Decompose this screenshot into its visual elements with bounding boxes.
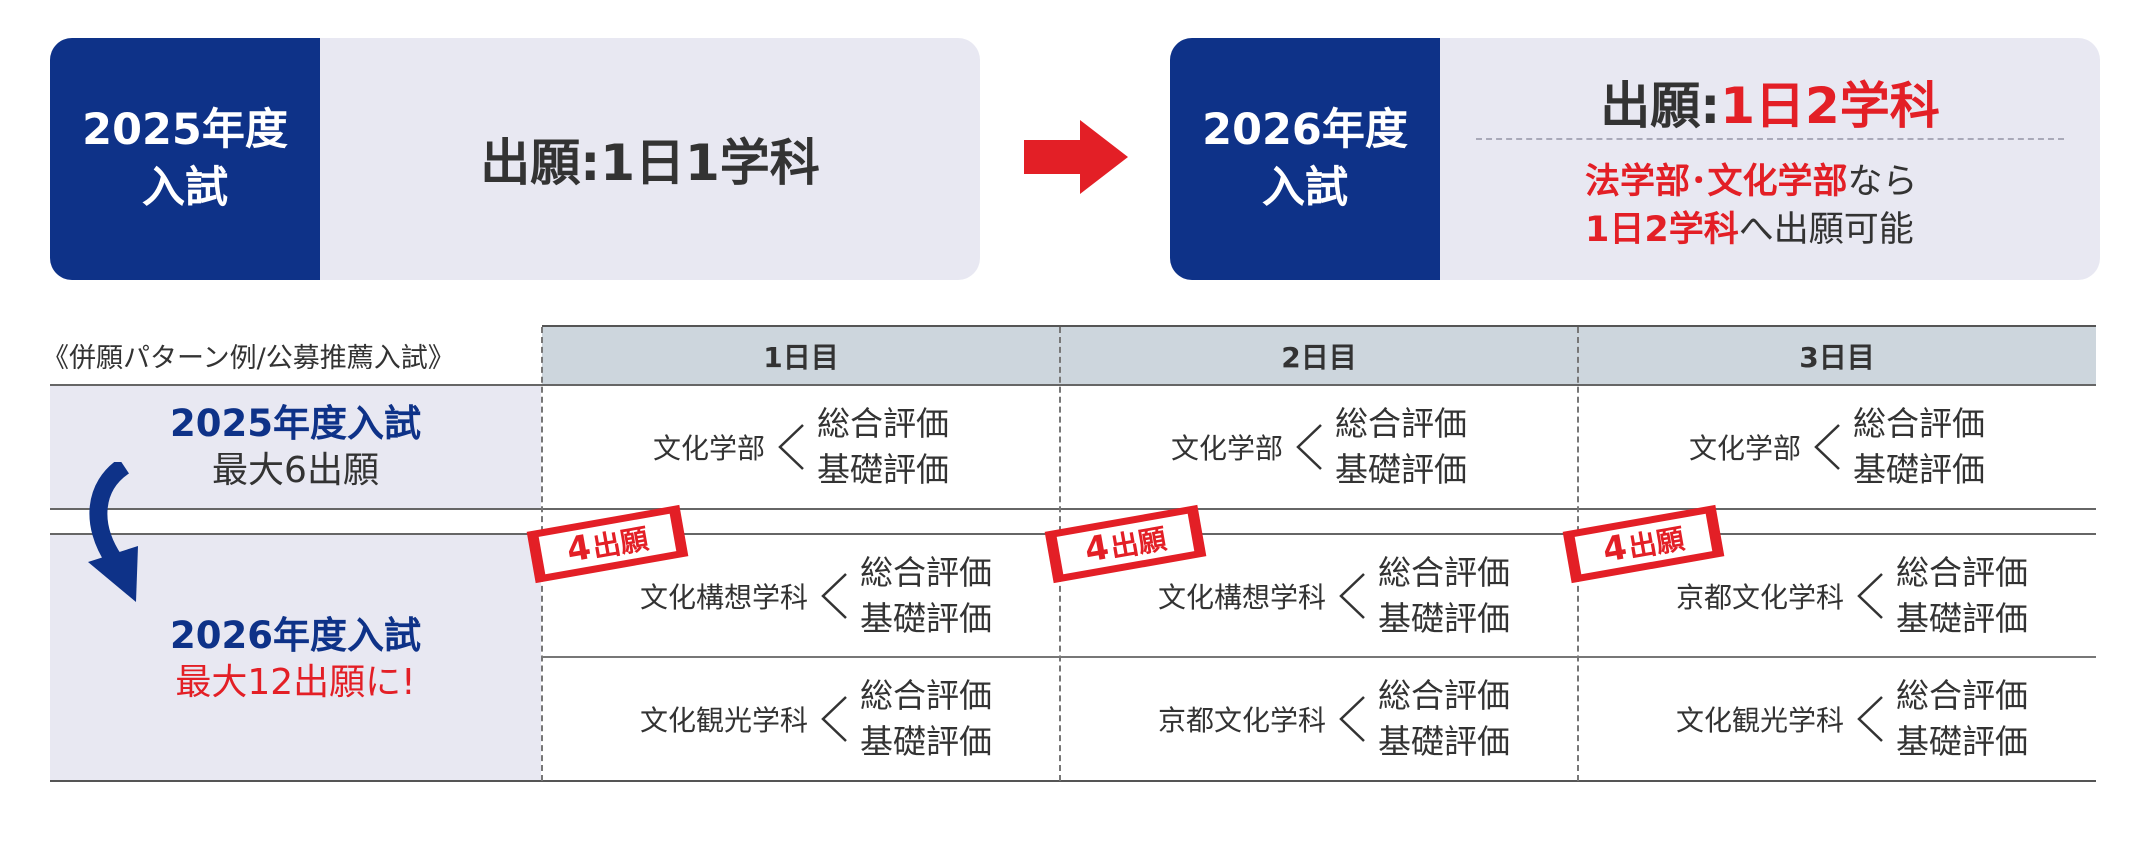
table-top-line xyxy=(542,325,2096,327)
less-than-icon xyxy=(1857,573,1883,619)
less-than-icon xyxy=(821,696,847,742)
less-than-icon xyxy=(1296,424,1322,470)
rule-2026-heading: 出願:1日2学科 xyxy=(1600,77,1940,135)
less-than-icon xyxy=(1857,696,1883,742)
table-title: 《併願パターン例/公募推薦入試》 xyxy=(42,343,455,374)
cell-2026b-day3: 文化観光学科 総合評価基礎評価 xyxy=(1675,676,2028,761)
less-than-icon xyxy=(1339,696,1365,742)
less-than-icon xyxy=(1814,424,1840,470)
curved-down-arrow-icon xyxy=(88,462,138,602)
card-2026-body: 出願:1日2学科 法学部･文化学部なら 1日2学科へ出願可能 xyxy=(1440,38,2100,280)
cell-2026a-day2: 文化構想学科 総合評価基礎評価 xyxy=(1157,553,1510,638)
cell-2026b-day2: 京都文化学科 総合評価基礎評価 xyxy=(1157,676,1510,761)
left-cell-2025 xyxy=(50,385,541,508)
row-2026-mid-line xyxy=(542,656,2096,658)
card-2025: 2025年度 入試 出願:1日1学科 xyxy=(50,38,980,280)
header-day3: 3日目 xyxy=(1578,327,2096,384)
header-day1: 1日目 xyxy=(542,327,1060,384)
less-than-icon xyxy=(821,573,847,619)
cell-2025-day1: 文化学部 総合評価基礎評価 xyxy=(652,404,949,489)
rule-2025-text: 出願:1日1学科 xyxy=(480,134,820,192)
table-bottom-line xyxy=(50,780,2096,782)
cell-2026a-day1: 文化構想学科 総合評価基礎評価 xyxy=(639,553,992,638)
header-day2: 2日目 xyxy=(1060,327,1578,384)
card-2025-body: 出願:1日1学科 xyxy=(320,38,980,280)
cell-2026b-day1: 文化観光学科 総合評価基礎評価 xyxy=(639,676,992,761)
card-2025-label: 2025年度 入試 xyxy=(50,38,320,280)
cell-2025-day3: 文化学部 総合評価基礎評価 xyxy=(1688,404,1985,489)
row-2025-bottom-line xyxy=(50,508,2096,510)
card-2026: 2026年度 入試 出願:1日2学科 法学部･文化学部なら 1日2学科へ出願可能 xyxy=(1170,38,2100,280)
cell-2025-day2: 文化学部 総合評価基礎評価 xyxy=(1170,404,1467,489)
divider xyxy=(1476,138,2064,140)
card-2026-label: 2026年度 入試 xyxy=(1170,38,1440,280)
cell-2026a-day3: 京都文化学科 総合評価基礎評価 xyxy=(1675,553,2028,638)
rule-2026-note: 法学部･文化学部なら 1日2学科へ出願可能 xyxy=(1585,162,1918,250)
less-than-icon xyxy=(1339,573,1365,619)
row-2026-label: 2026年度入試 最大12出願に! xyxy=(170,614,421,703)
less-than-icon xyxy=(778,424,804,470)
right-arrow-icon xyxy=(1024,120,1128,194)
row-2025-label: 2025年度入試 最大6出願 xyxy=(170,402,421,491)
header-bottom-line xyxy=(50,384,2096,386)
